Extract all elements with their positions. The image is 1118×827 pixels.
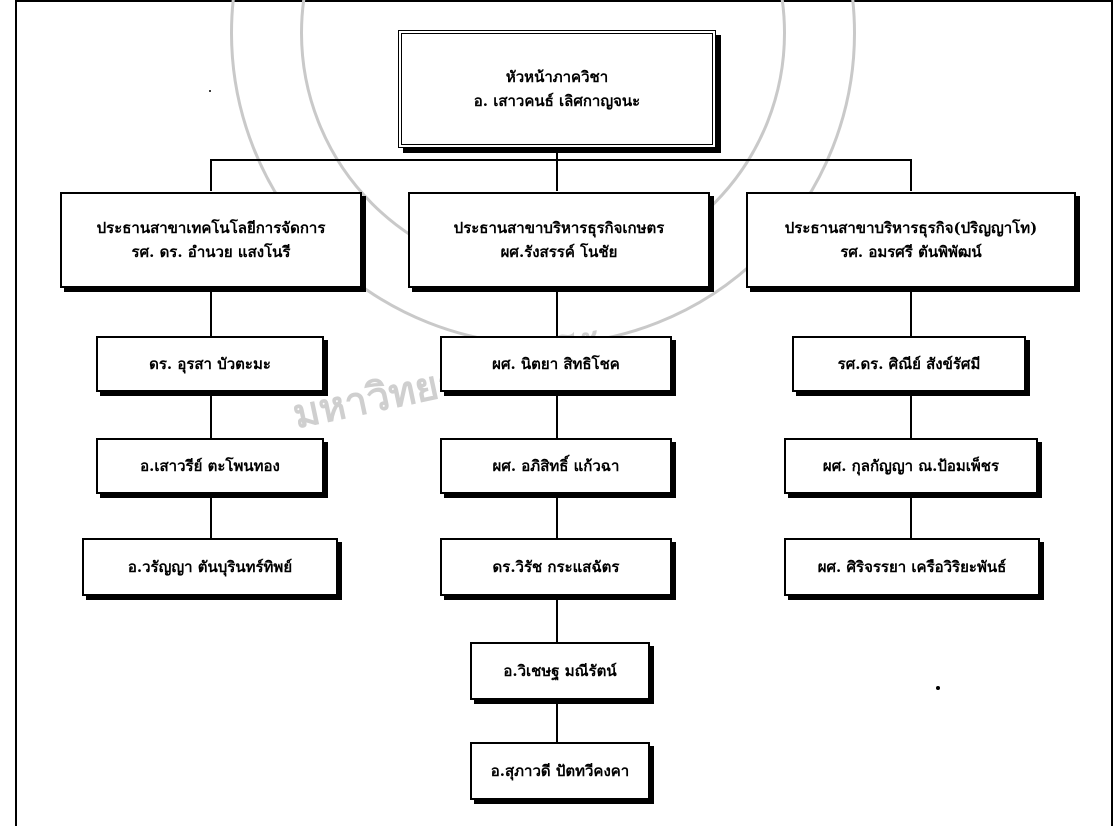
member-name: ผศ. กุลกัญญา ณ.ป้อมเพ็ชร	[822, 457, 1000, 475]
member-name: รศ.ดร. ศิณีย์ สังข์รัศมี	[837, 355, 981, 373]
chair-title: ประธานสาขาบริหารธุรกิจ(ปริญญาโท)	[784, 219, 1038, 237]
member-name: อ.วิเชษฐ มณีรัตน์	[503, 662, 617, 680]
chair-name: รศ. ดร. อำนวย แสงโนรี	[131, 243, 291, 261]
head-box: หัวหน้าภาควิชา อ. เสาวคนธ์ เลิศกาญจนะ	[398, 30, 716, 148]
member-box: ผศ. ศิริจรรยา เครือวิริยะพันธ์	[784, 538, 1040, 596]
member-name: อ.เสาวรีย์ ตะโพนทอง	[140, 457, 280, 475]
member-box: รศ.ดร. ศิณีย์ สังข์รัศมี	[792, 336, 1026, 392]
member-box: อ.วรัญญา ตันบุรินทร์ทิพย์	[82, 538, 338, 596]
chair-name: ผศ.รังสรรค์ โนชัย	[500, 243, 618, 261]
member-box: ดร. อุรสา บัวตะมะ	[96, 336, 324, 392]
chair-title: ประธานสาขาบริหารธุรกิจเกษตร	[453, 219, 665, 237]
member-name: ดร. อุรสา บัวตะมะ	[149, 355, 271, 373]
chair-title: ประธานสาขาเทคโนโลยีการจัดการ	[96, 219, 326, 237]
member-name: ผศ. ศิริจรรยา เครือวิริยะพันธ์	[817, 558, 1007, 576]
head-title: หัวหน้าภาควิชา	[505, 68, 609, 86]
chair-box-business-masters: ประธานสาขาบริหารธุรกิจ(ปริญญาโท) รศ. อมร…	[746, 192, 1076, 288]
chair-box-agri-business: ประธานสาขาบริหารธุรกิจเกษตร ผศ.รังสรรค์ …	[408, 192, 710, 288]
member-box: ผศ. กุลกัญญา ณ.ป้อมเพ็ชร	[784, 438, 1038, 494]
member-box: อ.สุภาวดี ปัตทวีคงคา	[470, 742, 650, 800]
member-name: ผศ. อภิสิทธิ์ แก้วฉา	[492, 457, 620, 475]
member-box: ผศ. นิตยา สิทธิโชค	[440, 336, 672, 392]
member-box: ดร.วิรัช กระแสฉัตร	[440, 538, 672, 596]
stray-dot	[209, 90, 211, 92]
member-name: อ.สุภาวดี ปัตทวีคงคา	[490, 762, 630, 780]
stray-dot	[936, 686, 940, 690]
member-name: อ.วรัญญา ตันบุรินทร์ทิพย์	[127, 558, 293, 576]
member-name: ดร.วิรัช กระแสฉัตร	[492, 558, 620, 576]
member-box: อ.วิเชษฐ มณีรัตน์	[470, 642, 650, 700]
chair-name: รศ. อมรศรี ตันพิพัฒน์	[840, 243, 982, 261]
chair-box-tech-management: ประธานสาขาเทคโนโลยีการจัดการ รศ. ดร. อำน…	[60, 192, 362, 288]
member-box: อ.เสาวรีย์ ตะโพนทอง	[96, 438, 324, 494]
member-box: ผศ. อภิสิทธิ์ แก้วฉา	[440, 438, 672, 494]
member-name: ผศ. นิตยา สิทธิโชค	[492, 355, 620, 373]
head-name: อ. เสาวคนธ์ เลิศกาญจนะ	[473, 92, 641, 110]
